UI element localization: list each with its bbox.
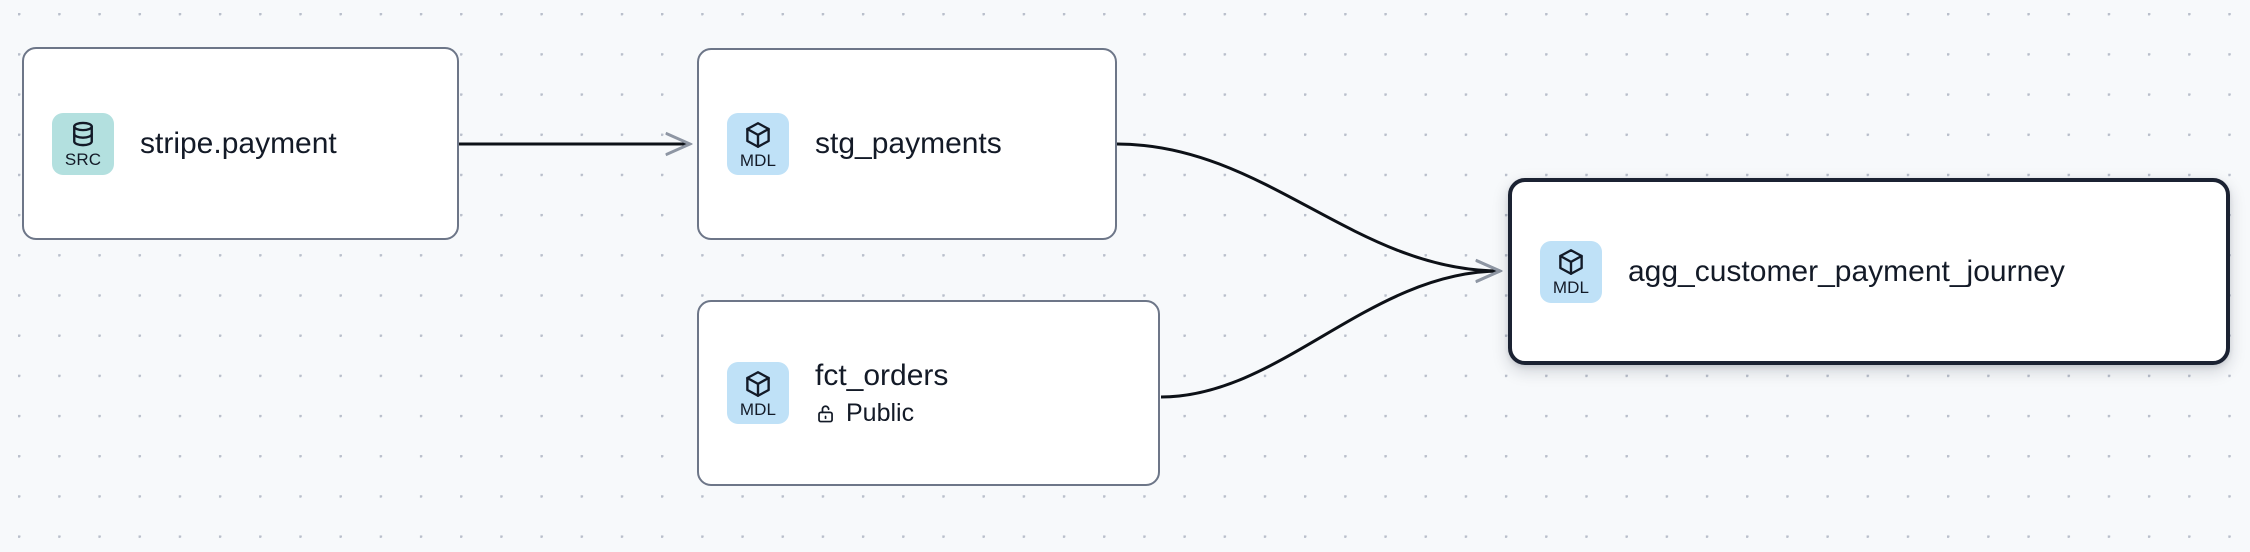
cube-icon [746, 370, 770, 397]
node-visibility: Public [815, 399, 948, 428]
cube-icon [1559, 249, 1583, 275]
edge-stg-to-agg[interactable] [1116, 142, 1500, 271]
database-icon [73, 121, 93, 147]
node-title: stripe.payment [140, 126, 337, 160]
node-type-badge-mdl: MDL [727, 362, 789, 424]
edge-fct-to-agg[interactable] [1160, 271, 1500, 399]
node-body: stripe.payment [140, 126, 337, 162]
node-body: agg_customer_payment_journey [1628, 254, 2065, 290]
node-agg-customer-payment-journey[interactable]: MDL agg_customer_payment_journey [1508, 178, 2230, 365]
node-title: agg_customer_payment_journey [1628, 254, 2065, 288]
node-stripe-payment[interactable]: SRC stripe.payment [22, 47, 459, 240]
node-body: fct_orders Public [815, 358, 948, 428]
node-type-badge-mdl: MDL [727, 113, 789, 175]
visibility-label: Public [846, 399, 915, 427]
node-title: fct_orders [815, 359, 949, 392]
node-stg-payments[interactable]: MDL stg_payments [697, 48, 1117, 240]
node-fct-orders[interactable]: MDL fct_orders Public [697, 300, 1160, 486]
badge-label: MDL [1552, 278, 1590, 297]
badge-label: MDL [739, 150, 777, 170]
cube-icon [746, 121, 770, 148]
unlock-icon [818, 405, 833, 423]
node-title: stg_payments [815, 127, 1002, 160]
badge-label: SRC [64, 150, 102, 169]
node-body: stg_payments [815, 126, 1002, 162]
node-type-badge-mdl: MDL [1540, 240, 1602, 303]
node-type-badge-src: SRC [52, 112, 114, 175]
badge-label: MDL [739, 399, 777, 419]
